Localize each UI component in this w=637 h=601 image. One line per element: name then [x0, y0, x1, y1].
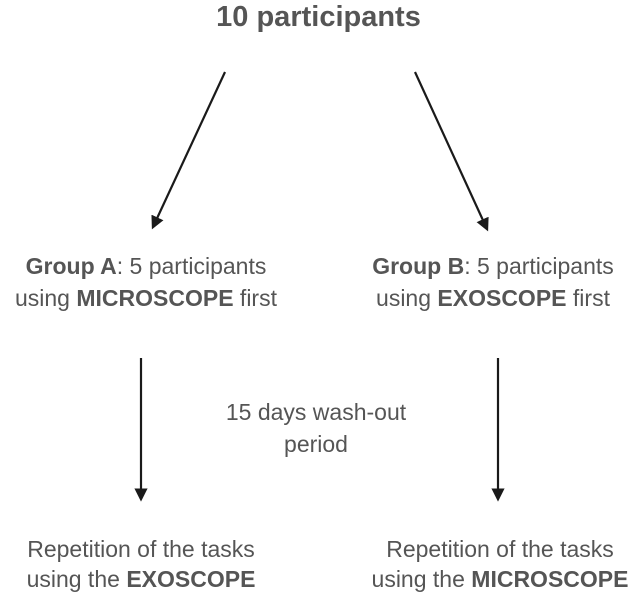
group-a-line2-post: first [233, 285, 277, 311]
outcome-b-line2-pre: using the [371, 566, 472, 592]
washout-line2: period [284, 431, 348, 457]
outcome-a-line1: Repetition of the tasks [27, 536, 255, 562]
arrow-title-to-group-a [151, 71, 226, 230]
group-b-line2-post: first [566, 285, 610, 311]
outcome-a-device: EXOSCOPE [126, 566, 256, 592]
group-a-device: MICROSCOPE [76, 285, 234, 311]
group-a-line2-pre: using [14, 285, 77, 311]
outcome-b-device: MICROSCOPE [471, 566, 629, 592]
group-b-line2-pre: using [376, 285, 438, 311]
outcome-a-line2-pre: using the [26, 566, 127, 592]
group-a-line1-rest: : 5 participants [116, 253, 267, 279]
outcome-b-box: Repetition of the tasks using the MICROS… [350, 534, 637, 594]
outcome-b-line1: Repetition of the tasks [386, 536, 614, 562]
arrow-title-to-group-b [414, 71, 489, 232]
outcome-a-box: Repetition of the tasks using the EXOSCO… [0, 534, 282, 594]
group-a-name: Group A [25, 253, 117, 279]
group-b-name: Group B [372, 253, 465, 279]
diagram-title: 10 participants [216, 1, 421, 33]
washout-line1: 15 days wash-out [225, 399, 407, 425]
washout-label: 15 days wash-out period [186, 396, 446, 460]
group-b-box: Group B: 5 participants using EXOSCOPE f… [347, 250, 637, 314]
group-a-box: Group A: 5 participants using MICROSCOPE… [0, 250, 292, 314]
group-b-line1-rest: : 5 participants [464, 253, 614, 279]
group-b-device: EXOSCOPE [437, 285, 567, 311]
